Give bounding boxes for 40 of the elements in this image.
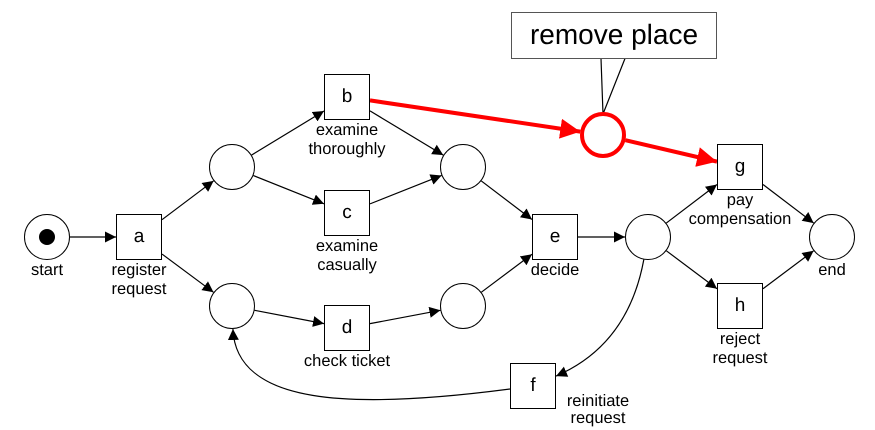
arrow bbox=[70, 232, 116, 242]
arrow bbox=[666, 184, 718, 224]
arrow bbox=[162, 180, 214, 220]
arrow bbox=[370, 110, 444, 156]
transition-label: examine casually bbox=[314, 237, 380, 275]
callout-box: remove place bbox=[511, 12, 717, 58]
transition-box: a bbox=[116, 214, 162, 260]
arrow bbox=[254, 310, 324, 327]
arrow bbox=[624, 138, 718, 167]
transition-box: f bbox=[510, 363, 556, 409]
place-label: end bbox=[817, 261, 847, 280]
transition-label: examine thoroughly bbox=[307, 121, 387, 159]
transition-label: register request bbox=[110, 261, 168, 299]
arrow bbox=[480, 180, 532, 220]
arrow bbox=[229, 328, 510, 400]
transition-label: decide bbox=[530, 261, 580, 280]
arrow bbox=[762, 250, 814, 290]
transition-box: g bbox=[717, 144, 763, 190]
transition-label: check ticket bbox=[302, 352, 392, 371]
arrow bbox=[578, 232, 625, 242]
arrow bbox=[370, 174, 442, 204]
arrow bbox=[762, 184, 814, 224]
transition-box: h bbox=[717, 283, 763, 329]
place-label: start bbox=[30, 261, 64, 280]
transition-box: e bbox=[532, 214, 578, 260]
arrow bbox=[556, 259, 644, 377]
arrow bbox=[253, 174, 324, 205]
arrow bbox=[481, 254, 532, 293]
transition-box: d bbox=[324, 305, 370, 351]
transition-box: b bbox=[324, 74, 370, 120]
arrow bbox=[162, 254, 214, 293]
transition-label: reinitiate request bbox=[566, 393, 630, 427]
arrow bbox=[370, 306, 441, 324]
arrow bbox=[666, 250, 718, 290]
transition-label: reject request bbox=[711, 330, 769, 368]
arrow bbox=[251, 110, 324, 156]
transition-box: c bbox=[324, 190, 370, 236]
arrow bbox=[370, 98, 581, 139]
transition-label: pay compensation bbox=[688, 191, 792, 229]
callout-pointer bbox=[600, 58, 626, 115]
